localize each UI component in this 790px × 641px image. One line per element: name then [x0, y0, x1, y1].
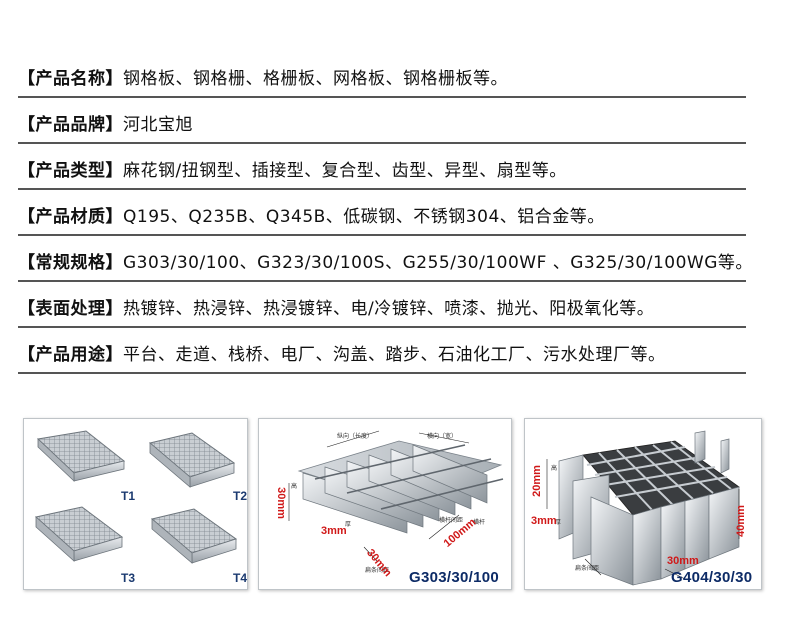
spec-key: 【产品名称】 [18, 69, 123, 89]
stair-tread-t2-label: T2 [233, 489, 248, 503]
label-thick: 厚 [345, 521, 352, 528]
stair-tread-t3-image [34, 506, 124, 562]
stair-tread-t4-label: T4 [233, 571, 248, 585]
grating-g404-caption: G404/30/30 [671, 569, 753, 586]
dim-thickness: 3mm [531, 515, 557, 527]
spec-key: 【表面处理】 [18, 299, 123, 319]
grating-diagram-g404: 高 厚 扁条间距 20mm 40mm 3mm 30mm G404/30/30 [524, 418, 762, 590]
label-high: 高 [551, 465, 558, 472]
spec-value: Q195、Q235B、Q345B、低碳钢、不锈钢304、铝合金等。 [123, 207, 605, 227]
label-thick: 厚 [555, 519, 562, 526]
stair-tread-t3-label: T3 [121, 571, 136, 585]
stair-tread-t2-image [148, 432, 236, 488]
spec-row-type: 【产品类型】麻花钢/扭钢型、插接型、复合型、齿型、异型、扇型等。 [18, 144, 746, 190]
spec-key: 【产品用途】 [18, 345, 123, 365]
spec-key: 【产品品牌】 [18, 115, 123, 135]
spec-value: 麻花钢/扭钢型、插接型、复合型、齿型、异型、扇型等。 [123, 161, 567, 181]
dim-height-left: 20mm [530, 465, 543, 497]
dim-thickness: 3mm [321, 525, 347, 537]
spec-row-surface: 【表面处理】热镀锌、热浸锌、热浸镀锌、电/冷镀锌、喷漆、抛光、阳极氧化等。 [18, 282, 746, 328]
label-flatbar-pitch: 扁条间距 [575, 565, 600, 572]
label-crossbar: 横杆 [473, 519, 486, 526]
grating-g303-illustration [288, 430, 504, 562]
spec-key: 【常规规格】 [18, 253, 123, 273]
label-high: 高 [291, 483, 298, 490]
spec-row-specification: 【常规规格】G303/30/100、G323/30/100S、G255/30/1… [18, 236, 746, 282]
spec-value: 河北宝旭 [123, 115, 193, 135]
spec-row-brand: 【产品品牌】 河北宝旭 [18, 98, 746, 144]
stair-tread-panel: T1 T2 T3 T4 [23, 418, 248, 590]
spec-value: 钢格板、钢格栅、格栅板、网格板、钢格栅板等。 [123, 69, 508, 89]
spec-value: G303/30/100、G323/30/100S、G255/30/100WF 、… [123, 253, 746, 273]
spec-value: 热镀锌、热浸锌、热浸镀锌、电/冷镀锌、喷漆、抛光、阳极氧化等。 [123, 299, 655, 319]
spec-row-product-name: 【产品名称】 钢格板、钢格栅、格栅板、网格板、钢格栅板等。 [18, 52, 746, 98]
label-length: 纵向（长度） [337, 433, 374, 440]
dim-height-right: 40mm [734, 505, 747, 537]
stair-tread-t4-image [150, 508, 238, 564]
label-flatbar-pitch: 扁条间距 [365, 567, 390, 574]
spec-row-usage: 【产品用途】平台、走道、栈桥、电厂、沟盖、踏步、石油化工厂、污水处理厂等。 [18, 328, 746, 374]
grating-diagram-g303: 纵向（长度） 横向（宽） 高 厚 横杆 横杆间距 扁条间距 30mm 3mm 1… [258, 418, 512, 590]
label-width: 横向（宽） [427, 433, 458, 440]
stair-tread-illustration [34, 430, 238, 564]
stair-tread-t1-image [36, 430, 126, 482]
spec-value: 平台、走道、栈桥、电厂、沟盖、踏步、石油化工厂、污水处理厂等。 [123, 345, 666, 365]
dim-height: 30mm [274, 487, 287, 519]
label-crossbar-pitch: 横杆间距 [439, 517, 464, 524]
stair-tread-t1-label: T1 [121, 489, 136, 503]
spec-row-material: 【产品材质】 Q195、Q235B、Q345B、低碳钢、不锈钢304、铝合金等。 [18, 190, 746, 236]
dim-pitch: 30mm [667, 555, 699, 567]
spec-key: 【产品类型】 [18, 161, 123, 181]
grating-g303-caption: G303/30/100 [409, 569, 500, 586]
grating-g404-illustration [546, 430, 740, 586]
spec-key: 【产品材质】 [18, 207, 123, 227]
spec-list: 【产品名称】 钢格板、钢格栅、格栅板、网格板、钢格栅板等。 【产品品牌】 河北宝… [18, 52, 746, 374]
